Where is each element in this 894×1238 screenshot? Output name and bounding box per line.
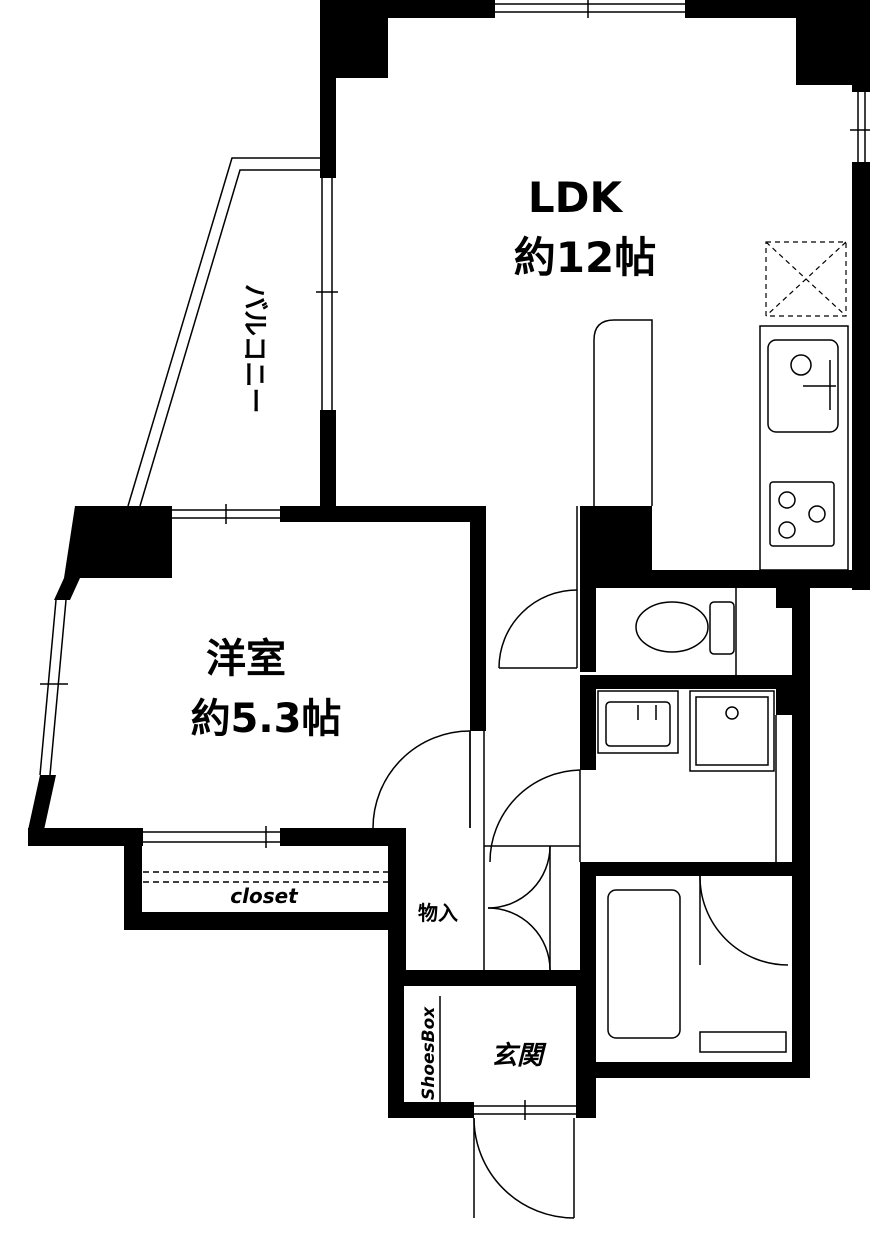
- washbasin-icon: [597, 690, 679, 754]
- closet-label: closet: [230, 884, 299, 908]
- stove-icon: [769, 481, 835, 547]
- refrigerator-space-icon: [765, 241, 847, 317]
- toilet-icon: [635, 601, 735, 655]
- sink-icon: [767, 339, 839, 433]
- shoes-box-label: ShoesBox: [419, 1006, 439, 1100]
- door-swings: [372, 589, 789, 1219]
- entrance-label: 玄関: [491, 1041, 547, 1071]
- walls: [28, 0, 870, 1118]
- kitchen-counter: [593, 319, 653, 506]
- balcony-label: バルコニー: [239, 284, 269, 413]
- western-size: 約5.3帖: [191, 696, 342, 742]
- bathtub-icon: [607, 889, 787, 1053]
- kitchen-unit: [759, 325, 849, 571]
- ldk-name: LDK: [528, 173, 624, 222]
- washer-pan-icon: [689, 690, 775, 772]
- western-name: 洋室: [206, 636, 286, 682]
- ldk-size: 約12帖: [514, 233, 656, 282]
- storage-label: 物入: [418, 901, 458, 925]
